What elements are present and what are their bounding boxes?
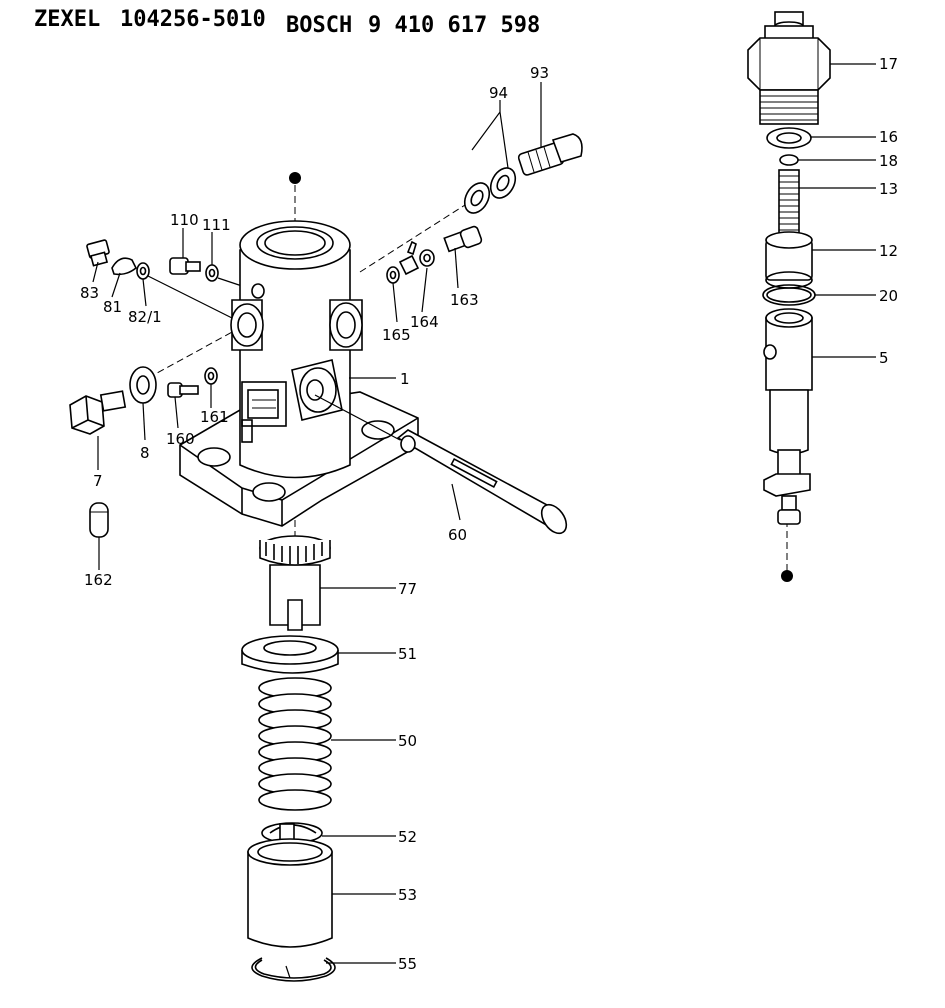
header-brand-a: ZEXEL <box>34 7 100 32</box>
callout-leader-lines <box>92 63 876 964</box>
callout-20: 20 <box>879 287 898 305</box>
part-50-spring <box>258 677 332 811</box>
callout-164: 164 <box>410 313 439 331</box>
callout-163: 163 <box>450 291 479 309</box>
callout-17: 17 <box>879 55 898 73</box>
callout-60: 60 <box>448 526 467 544</box>
part-93-hollow-screw <box>517 133 583 176</box>
reference-dot <box>781 570 793 582</box>
part-12-delivery-valve <box>765 231 813 289</box>
part-160-screw <box>167 382 199 398</box>
callout-77: 77 <box>398 580 417 598</box>
callout-1: 1 <box>400 370 410 388</box>
part-94-washers <box>463 167 517 214</box>
part-162-key <box>89 502 109 538</box>
callout-8: 8 <box>140 444 150 462</box>
part-77-control-sleeve <box>259 535 331 631</box>
callout-labels: 17 16 18 13 12 20 5 1 60 77 51 50 52 53 … <box>80 55 898 973</box>
callout-81: 81 <box>103 298 122 316</box>
callout-110: 110 <box>170 211 199 229</box>
callout-7: 7 <box>93 472 103 490</box>
header-code-a: 104256-5010 <box>120 7 266 32</box>
part-52-lower-spring-seat <box>261 822 323 844</box>
part-111-washer <box>205 264 219 282</box>
part-1-pump-body <box>179 220 419 527</box>
callout-18: 18 <box>879 152 898 170</box>
reference-dot <box>289 172 301 184</box>
part-164-nipple <box>398 240 435 276</box>
callout-16: 16 <box>879 128 898 146</box>
callout-5: 5 <box>879 349 889 367</box>
part-83-screw <box>86 239 110 267</box>
callout-93: 93 <box>530 64 549 82</box>
part-17-delivery-valve-holder <box>747 11 831 125</box>
part-7-plug-screw <box>69 390 127 435</box>
callout-52: 52 <box>398 828 417 846</box>
part-165-washer <box>386 266 400 284</box>
callout-53: 53 <box>398 886 417 904</box>
callout-82: 82/1 <box>128 308 162 326</box>
part-110-screw <box>169 257 201 275</box>
part-20-o-ring <box>762 284 816 306</box>
part-163-screw <box>443 225 483 253</box>
header-brand-b: BOSCH <box>286 13 352 38</box>
callout-111: 111 <box>202 216 231 234</box>
callout-51: 51 <box>398 645 417 663</box>
part-16-gasket <box>766 127 812 149</box>
part-8-seal-ring <box>129 366 157 404</box>
part-53-tappet <box>247 838 333 948</box>
callout-83: 83 <box>80 284 99 302</box>
callout-12: 12 <box>879 242 898 260</box>
callout-50: 50 <box>398 732 417 750</box>
leader-line <box>314 394 401 441</box>
callout-94: 94 <box>489 84 508 102</box>
callout-165: 165 <box>382 326 411 344</box>
part-51-spring-seat <box>241 635 339 674</box>
callout-161: 161 <box>200 408 229 426</box>
callout-55: 55 <box>398 955 417 973</box>
header-code-b: 9 410 617 598 <box>368 13 540 38</box>
part-55-circlip <box>251 957 336 982</box>
leader-line <box>147 275 233 319</box>
callout-13: 13 <box>879 180 898 198</box>
part-5-plunger-barrel <box>763 308 813 525</box>
part-82-washer <box>136 262 150 280</box>
part-18-washer <box>779 154 799 166</box>
callout-162: 162 <box>84 571 113 589</box>
callout-160: 160 <box>166 430 195 448</box>
part-13-valve-spring <box>778 169 800 237</box>
part-161-washer <box>204 367 218 385</box>
part-81-clip <box>111 257 138 276</box>
part-60-control-rod <box>396 429 568 535</box>
